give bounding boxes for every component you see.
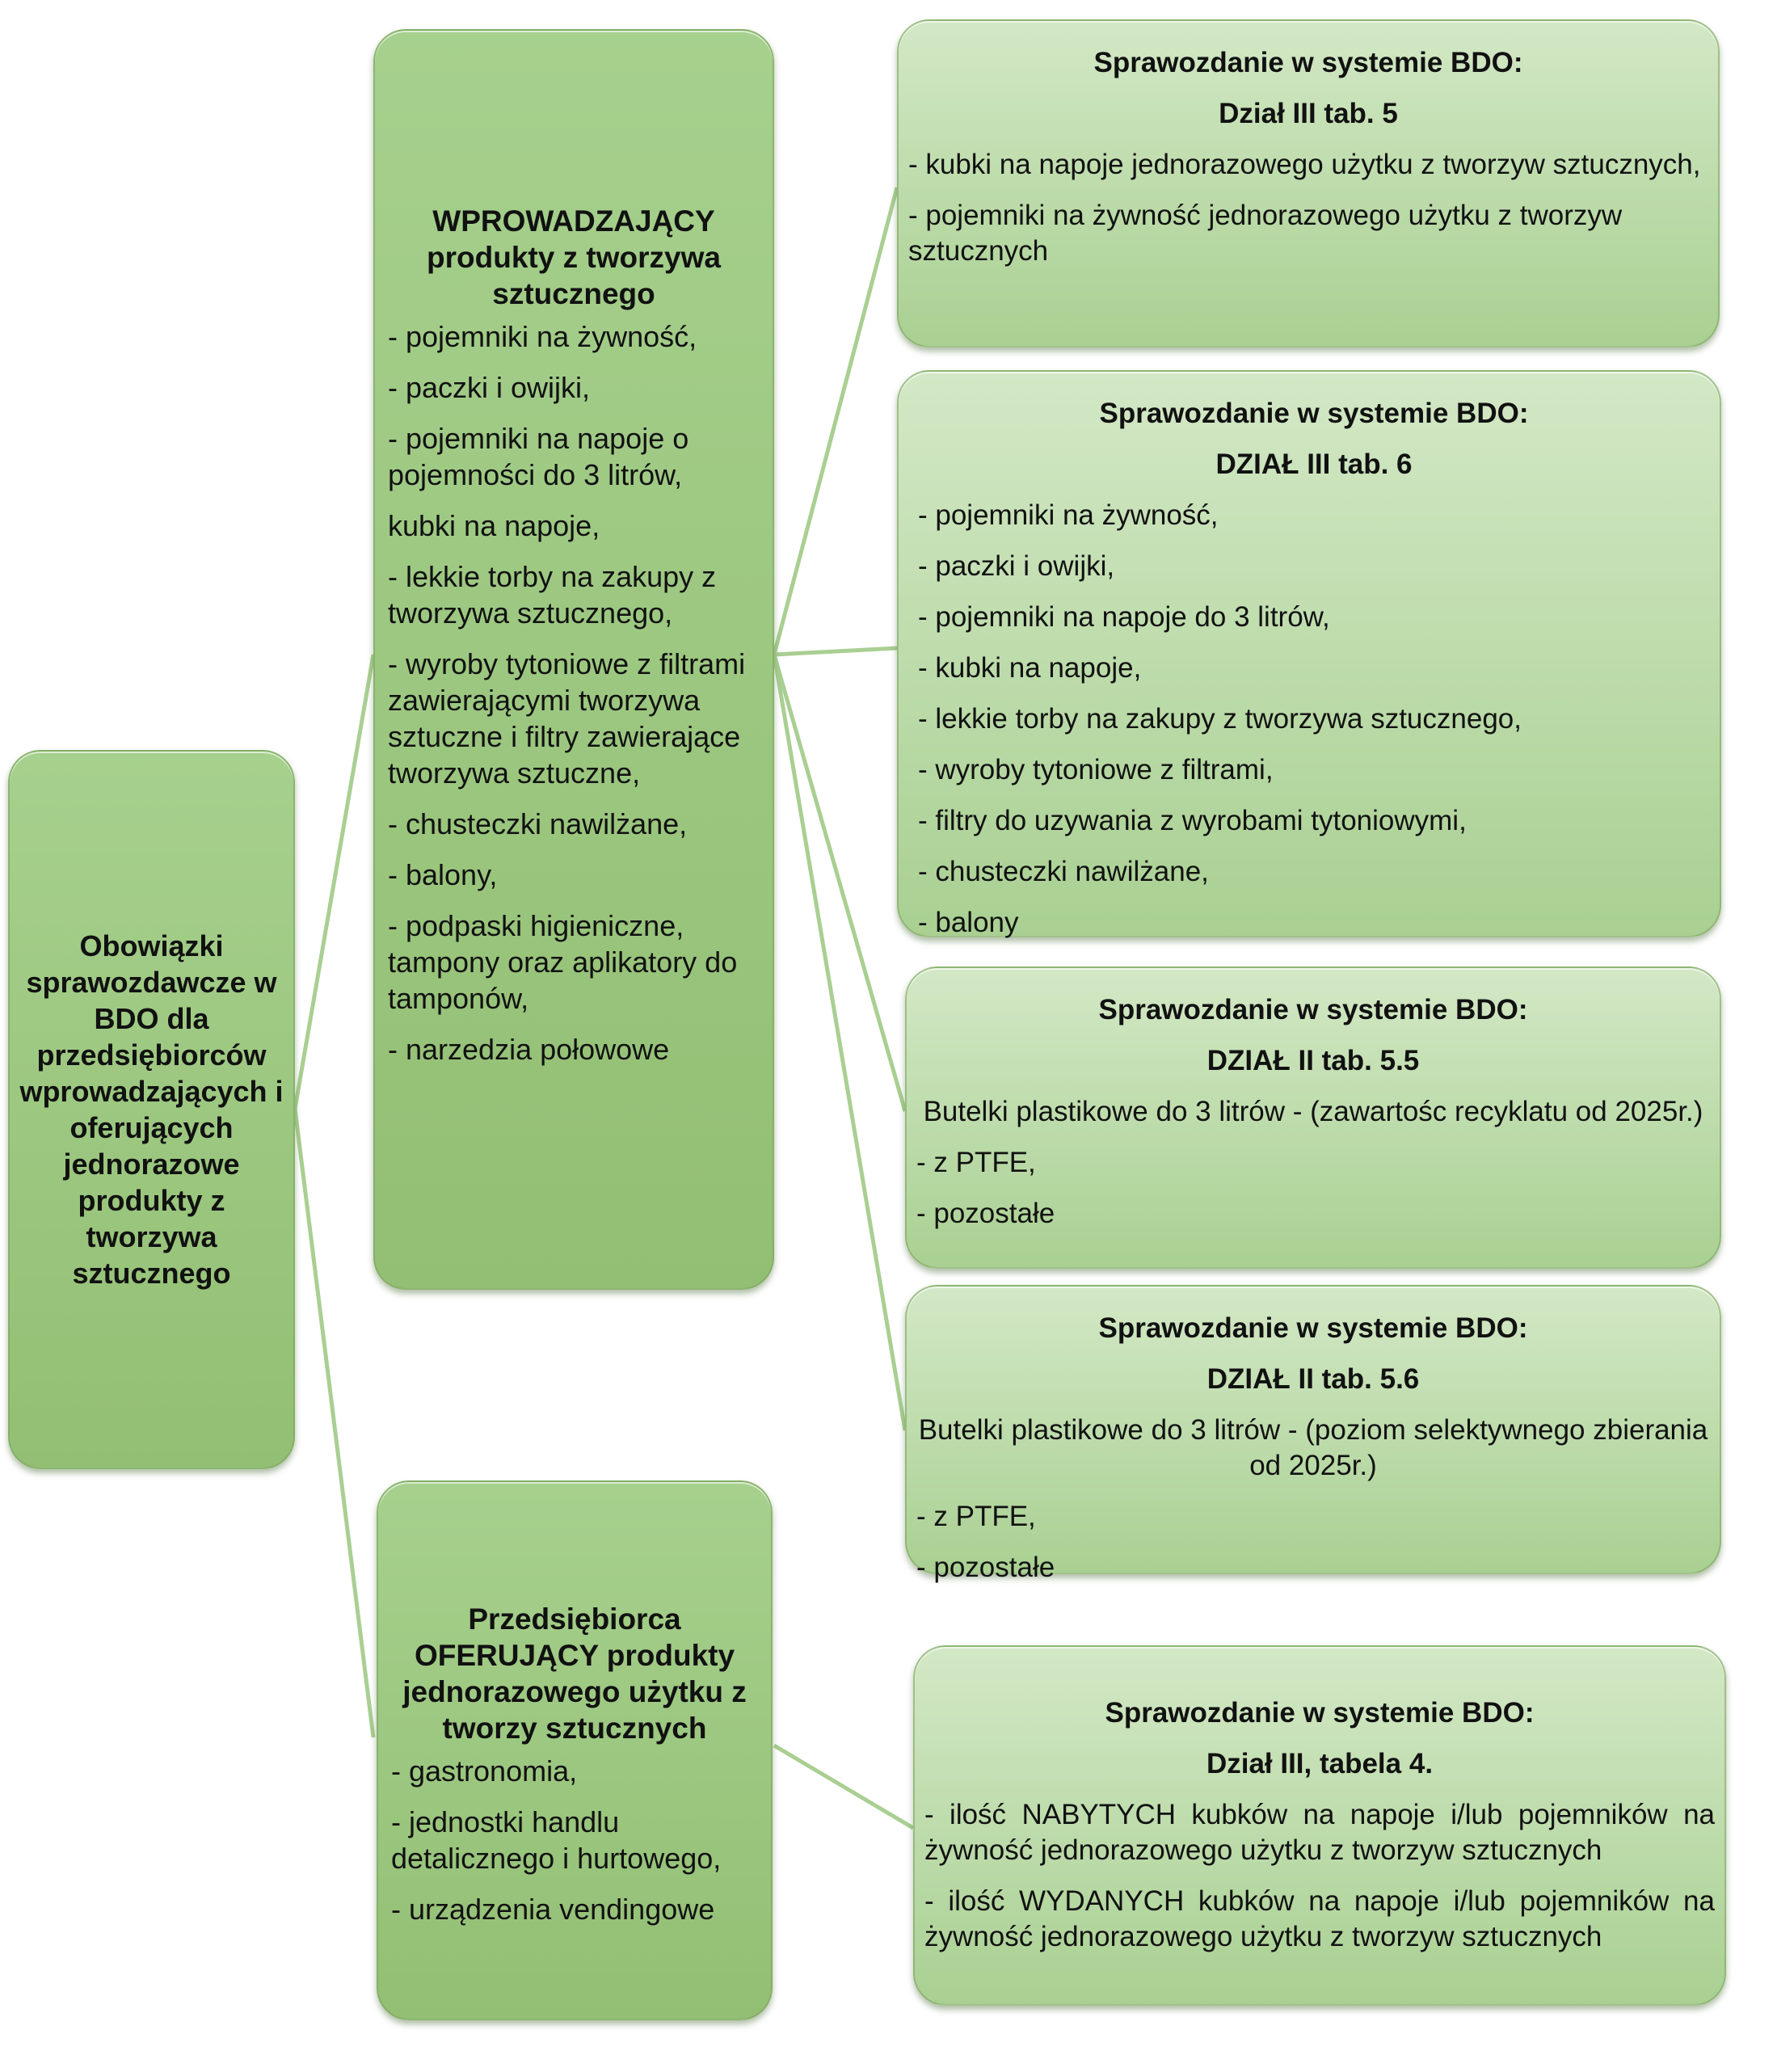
list-item: - kubki na napoje, [918, 652, 1142, 684]
wprowadzajacy-title: WPROWADZAJĄCY produkty z tworzywa sztucz… [427, 204, 721, 310]
report-note: Butelki plastikowe do 3 litrów - (zawart… [923, 1096, 1703, 1127]
connector-wprowadzajacy-to-report-4 [772, 654, 907, 1431]
report-heading: Sprawozdanie w systemie BDO: [1093, 47, 1523, 78]
list-item: - pojemniki na napoje o pojemności do 3 … [388, 422, 689, 491]
list-item: kubki na napoje, [388, 509, 600, 542]
list-item: - podpaski higieniczne, tampony oraz apl… [388, 909, 738, 1015]
list-item: - jednostki handlu detalicznego i hurtow… [391, 1805, 722, 1875]
list-item: - pozostałe [916, 1552, 1055, 1583]
list-item: - lekkie torby na zakupy z tworzywa sztu… [388, 560, 717, 630]
list-item: - pojemniki na żywność, [388, 320, 697, 353]
oferujacy-node: Przedsiębiorca OFERUJĄCY produkty jednor… [377, 1480, 773, 2020]
list-item: - balony [918, 907, 1019, 938]
list-item: - lekkie torby na zakupy z tworzywa sztu… [918, 703, 1522, 735]
report-box-3: Sprawozdanie w systemie BDO: DZIAŁ II ta… [905, 967, 1721, 1269]
report-section: Dział III tab. 5 [1219, 98, 1398, 129]
list-item: - wyroby tytoniowe z filtrami zawierając… [388, 647, 746, 790]
list-item: - z PTFE, [916, 1501, 1036, 1532]
report-section: Dział III, tabela 4. [1206, 1748, 1434, 1779]
connector-root-to-oferujacy [293, 1108, 376, 1738]
connector-oferujacy-to-report-5 [773, 1743, 915, 1830]
report-heading: Sprawozdanie w systemie BDO: [1105, 1697, 1535, 1729]
list-item: - paczki i owijki, [388, 371, 591, 404]
wprowadzajacy-node: WPROWADZAJĄCY produkty z tworzywa sztucz… [373, 29, 774, 1290]
oferujacy-title: Przedsiębiorca OFERUJĄCY produkty jednor… [402, 1602, 747, 1745]
list-item: - chusteczki nawilżane, [918, 856, 1209, 887]
connector-wprowadzajacy-to-report-1 [772, 187, 899, 655]
list-item: - chusteczki nawilżane, [388, 807, 688, 840]
list-item: - ilość WYDANYCH kubków na napoje i/lub … [924, 1885, 1715, 1952]
list-item: - paczki i owijki, [918, 550, 1115, 582]
list-item: - narzedzia połowowe [388, 1033, 670, 1066]
connector-root-to-wprowadzajacy [293, 654, 376, 1110]
list-item: - pojemniki na żywność, [918, 499, 1219, 531]
report-section: DZIAŁ II tab. 5.6 [1206, 1363, 1420, 1395]
list-item: - kubki na napoje jednorazowego użytku z… [908, 149, 1701, 180]
list-item: - pojemniki na żywność jednorazowego uży… [908, 200, 1623, 267]
report-section: DZIAŁ III tab. 6 [1215, 449, 1413, 480]
list-item: - pojemniki na napoje do 3 litrów, [918, 601, 1330, 633]
report-box-4: Sprawozdanie w systemie BDO: DZIAŁ II ta… [905, 1285, 1721, 1583]
report-heading: Sprawozdanie w systemie BDO: [1098, 994, 1528, 1025]
root-label: Obowiązki sprawozdawcze w BDO dla przeds… [19, 929, 284, 1290]
report-section: DZIAŁ II tab. 5.5 [1206, 1045, 1420, 1076]
list-item: - pozostałe [916, 1198, 1055, 1229]
report-heading: Sprawozdanie w systemie BDO: [1098, 1312, 1528, 1344]
report-note: Butelki plastikowe do 3 litrów - (poziom… [918, 1414, 1708, 1481]
report-heading: Sprawozdanie w systemie BDO: [1099, 398, 1529, 429]
report-box-5: Sprawozdanie w systemie BDO: Dział III, … [913, 1645, 1726, 2006]
list-item: - ilość NABYTYCH kubków na napoje i/lub … [924, 1799, 1715, 1866]
list-item: - z PTFE, [916, 1147, 1036, 1178]
report-box-2: Sprawozdanie w systemie BDO: DZIAŁ III t… [897, 370, 1721, 938]
root-node: Obowiązki sprawozdawcze w BDO dla przeds… [8, 750, 295, 1469]
list-item: - filtry do uzywania z wyrobami tytoniow… [918, 805, 1467, 836]
report-box-1: Sprawozdanie w systemie BDO: Dział III t… [897, 19, 1720, 347]
connector-wprowadzajacy-to-report-2 [773, 646, 898, 657]
list-item: - gastronomia, [391, 1754, 578, 1788]
list-item: - urządzenia vendingowe [391, 1893, 715, 1926]
list-item: - balony, [388, 858, 498, 891]
list-item: - wyroby tytoniowe z filtrami, [918, 754, 1274, 785]
connector-wprowadzajacy-to-report-3 [772, 654, 907, 1112]
